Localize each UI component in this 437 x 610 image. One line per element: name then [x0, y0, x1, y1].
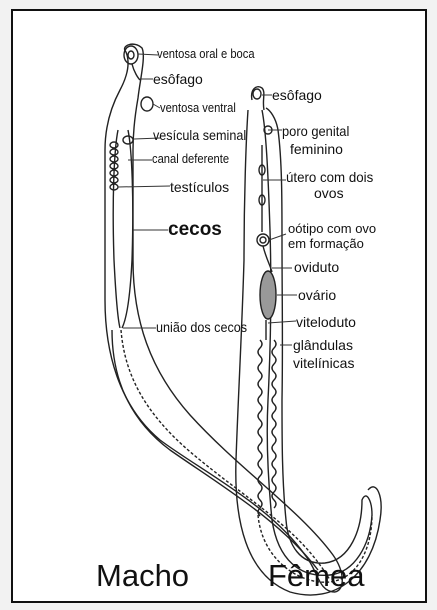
label-utero-2: ovos	[314, 186, 344, 200]
label-uniao-dos-cecos: união dos cecos	[156, 320, 247, 334]
label-ovario: ovário	[298, 288, 336, 302]
label-poro-genital-2: feminino	[290, 142, 343, 156]
label-ventosa-ventral: ventosa ventral	[160, 101, 236, 114]
label-utero-1: útero com dois	[286, 170, 373, 184]
male-oral-sucker	[124, 46, 138, 64]
label-ootipo-1: oótipo com ovo	[288, 222, 376, 235]
female-ootype	[257, 234, 269, 246]
label-testiculos: testículos	[170, 180, 229, 194]
female-ovary	[260, 271, 276, 319]
label-vesicula-seminal: vesícula seminal	[153, 128, 246, 142]
caption-macho: Macho	[96, 560, 189, 591]
female-oral-sucker	[253, 89, 261, 99]
label-female-esofago: esôfago	[272, 88, 322, 102]
label-cecos: cecos	[168, 220, 222, 239]
male-cecum-left	[113, 130, 120, 328]
female-vitelline-glands	[258, 340, 262, 516]
label-ventosa-oral-boca: ventosa oral e boca	[157, 47, 255, 60]
label-glandulas-2: vitelínicas	[293, 356, 354, 370]
label-ootipo-2: em formação	[288, 237, 364, 250]
male-esophagus	[132, 64, 140, 80]
caption-femea: Fêmea	[268, 560, 364, 591]
label-canal-deferente: canal deferente	[152, 152, 229, 165]
label-oviduto: oviduto	[294, 260, 339, 274]
male-ventral-sucker	[141, 97, 153, 111]
label-viteloduto: viteloduto	[296, 315, 356, 329]
male-seminal-vesicle	[123, 136, 133, 144]
label-male-esofago: esôfago	[153, 72, 203, 86]
label-glandulas-1: glândulas	[293, 338, 353, 352]
label-poro-genital-1: poro genital	[282, 124, 349, 138]
